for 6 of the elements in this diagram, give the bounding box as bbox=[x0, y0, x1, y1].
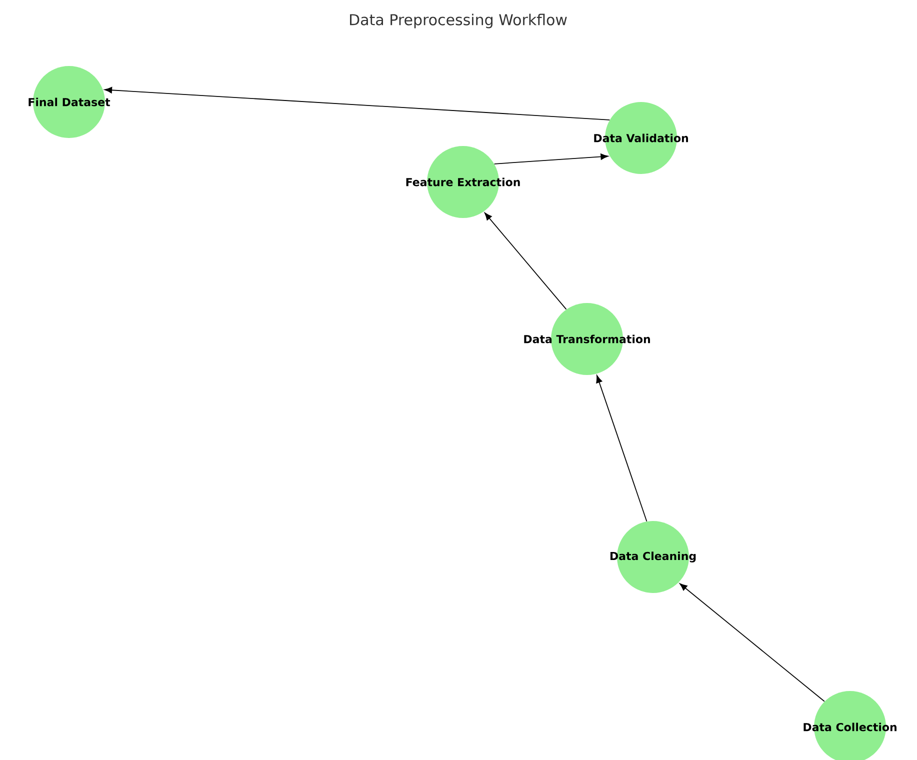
arrow bbox=[104, 86, 610, 120]
arrow bbox=[596, 375, 648, 522]
arrow bbox=[484, 212, 567, 310]
title: Data Preprocessing Workflow bbox=[350, 14, 567, 28]
arrow bbox=[494, 154, 608, 164]
arrow bbox=[680, 583, 825, 702]
